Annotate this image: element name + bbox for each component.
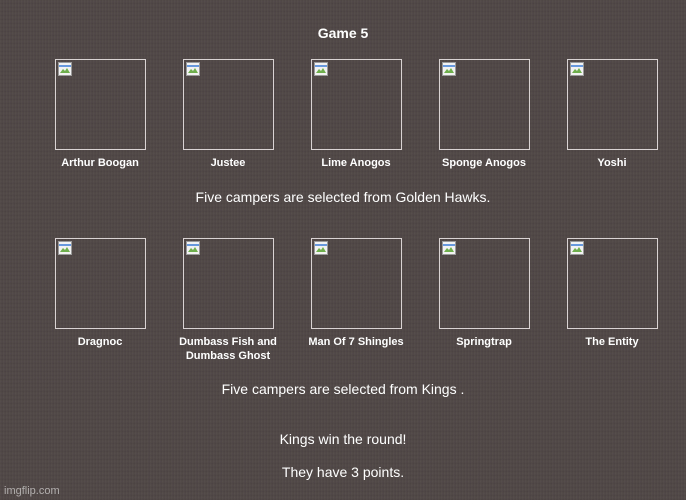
camper-name: Lime Anogos	[321, 157, 391, 169]
camper-image-frame	[310, 238, 402, 329]
broken-image-icon	[185, 62, 200, 76]
broken-image-icon	[57, 62, 72, 76]
camper-name: Yoshi	[597, 157, 627, 169]
broken-image-icon	[57, 241, 72, 255]
round-result: Kings win the round!	[279, 431, 407, 447]
camper-card: Springtrap	[429, 238, 539, 349]
kings-row: Dragnoc Dumbass Fish and Dumbass Ghost M…	[0, 238, 686, 363]
camper-image-frame	[566, 238, 658, 329]
camper-name: The Entity	[585, 336, 639, 348]
broken-image-icon	[441, 241, 456, 255]
camper-card: Dragnoc	[45, 238, 155, 349]
camper-name: Dumbass Fish and Dumbass Ghost	[179, 336, 277, 362]
camper-card: Dumbass Fish and Dumbass Ghost	[173, 238, 283, 363]
watermark: imgflip.com	[4, 485, 60, 497]
camper-image-frame	[54, 238, 146, 329]
points-summary: They have 3 points.	[281, 464, 405, 480]
camper-card: Arthur Boogan	[45, 59, 155, 170]
camper-name: Arthur Boogan	[61, 157, 139, 169]
camper-card: Yoshi	[557, 59, 667, 170]
broken-image-icon	[313, 62, 328, 76]
camper-image-frame	[438, 59, 530, 150]
kings-selection-note: Five campers are selected from Kings .	[221, 381, 465, 397]
camper-card: Lime Anogos	[301, 59, 411, 170]
golden-hawks-selection-note: Five campers are selected from Golden Ha…	[195, 189, 491, 205]
camper-card: Sponge Anogos	[429, 59, 539, 170]
camper-image-frame	[182, 238, 274, 329]
broken-image-icon	[569, 241, 584, 255]
camper-name: Man Of 7 Shingles	[308, 336, 404, 348]
camper-image-frame	[310, 59, 402, 150]
broken-image-icon	[185, 241, 200, 255]
broken-image-icon	[441, 62, 456, 76]
golden-hawks-row: Arthur Boogan Justee Lime Anogos	[0, 59, 686, 184]
camper-image-frame	[54, 59, 146, 150]
broken-image-icon	[569, 62, 584, 76]
broken-image-icon	[313, 241, 328, 255]
camper-image-frame	[566, 59, 658, 150]
camper-name: Dragnoc	[77, 336, 123, 348]
camper-card: Man Of 7 Shingles	[301, 238, 411, 349]
game-title: Game 5	[317, 25, 369, 41]
camper-image-frame	[182, 59, 274, 150]
camper-name: Springtrap	[456, 336, 512, 348]
camper-image-frame	[438, 238, 530, 329]
camper-card: Justee	[173, 59, 283, 170]
camper-name: Justee	[210, 157, 246, 169]
camper-name: Sponge Anogos	[442, 157, 526, 169]
camper-card: The Entity	[557, 238, 667, 349]
